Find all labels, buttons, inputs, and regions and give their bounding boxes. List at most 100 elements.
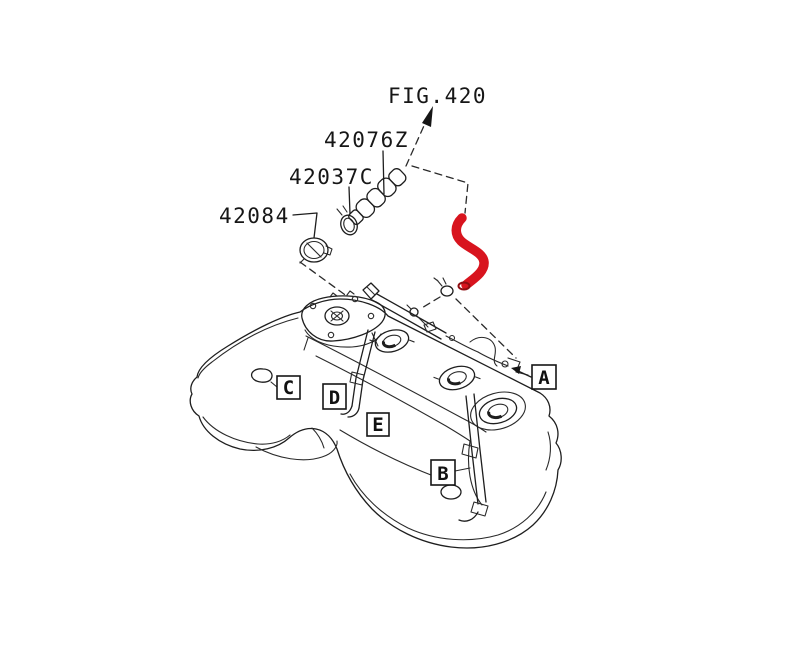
pump-bracket [303,332,379,351]
strap-bolt-hole [440,484,462,500]
bolt-icon [367,312,375,320]
highlighted-hose-part[interactable] [451,213,489,290]
strap-buckle [349,371,365,386]
clamp-prongs [433,277,447,287]
tank-detail-line [339,429,437,478]
callout-c-tick [270,381,278,388]
clamp-outer [340,214,358,236]
vent-connector [501,360,509,368]
hose-segment [377,177,397,198]
callout-b[interactable]: B [430,459,471,486]
ring-outer [438,365,476,391]
strap-hook [458,511,479,522]
tank-detail-line [467,440,483,506]
callout-a-arrowhead [511,366,521,374]
highlighted-part[interactable] [451,213,489,291]
callout-a[interactable]: A [511,364,557,390]
callout-c-letter: C [283,377,294,399]
strap-line [473,393,487,503]
ring-arc [381,340,396,349]
vent-line [477,351,509,367]
hose-segment [355,198,376,218]
callout-c-box[interactable] [276,375,301,400]
strap-line [351,329,369,407]
pump-ring-slot [330,310,344,322]
pump-plate-lower [304,329,382,348]
fig420-arrowhead [422,106,433,127]
ring-outer [374,329,410,353]
vent-line [445,335,479,353]
vent-loop [469,336,498,367]
tank-outline [189,298,562,549]
filler-hose-42076Z [348,168,407,226]
tank-detail-line [197,317,299,379]
leader-line-42037c [348,186,351,215]
part-label-42084[interactable]: 42084 [219,204,290,228]
callout-e[interactable]: E [366,412,390,437]
callout-a-letter: A [538,367,550,389]
tank-detail-line [311,427,325,449]
tank-detail-line [545,431,551,471]
clamp-outer [440,285,454,297]
tank-detail-line [202,416,291,445]
bolt-icon [309,302,317,310]
callout-b-box[interactable] [430,459,456,486]
callout-d-letter: D [329,387,340,409]
dash-clamp-to-vent [455,298,517,359]
bolt-icon [327,331,335,339]
pump-ring-inner [330,311,344,321]
dash-cap-to-tank [299,261,349,298]
strap-buckle [461,443,479,459]
pump-plate-outline [301,295,386,342]
hose-end-clamp [433,277,454,297]
strap-endplate [470,501,489,517]
strap-line [465,395,479,505]
tank-strap-right [440,393,489,522]
hose-end-ring [457,281,471,291]
dash-to-red-hose [411,165,469,214]
tank-strap-left [340,329,376,418]
filler-cap-42084 [299,237,333,264]
cap-inner [303,240,325,260]
tube-bracket-line [366,286,376,296]
fuel-tank-body [189,298,562,549]
tank-detail-line [315,355,471,442]
pump-ring [324,306,350,326]
vent-elbow [409,307,419,317]
ring-arc [447,377,462,386]
dash-fig420 [405,118,428,167]
callout-d-box[interactable] [322,383,347,410]
fuel-pump-assembly [301,290,386,351]
bolt-icon [351,295,359,303]
ring-boss [470,391,526,431]
sender-ring-2 [369,329,415,353]
filler-tube [362,282,447,340]
part-label-fig420[interactable]: FIG.420 [388,84,487,108]
dash-clamp-to-elbow [419,296,441,310]
callout-a-box[interactable] [531,364,557,390]
sender-ring-4 [470,391,526,431]
cap-tab [299,245,333,264]
vent-connector [448,334,456,342]
ring-outer [478,397,518,425]
clamp-inner [343,217,355,233]
part-labels: FIG.420 42076Z 42037C 42084 [219,84,487,239]
pump-tab [329,290,355,298]
ring-arc [487,411,503,420]
leader-line-42084 [292,212,318,239]
tube-bracket [362,282,380,300]
part-label-42037c[interactable]: 42037C [289,165,374,189]
callout-c[interactable]: C [270,375,301,400]
clamp-screw [336,205,348,216]
callout-e-box[interactable] [366,412,390,437]
callout-e-letter: E [372,414,383,436]
callout-d[interactable]: D [322,383,347,410]
tank-detail-line [255,440,338,461]
callout-b-letter: B [437,463,448,485]
callout-b-tick [454,467,471,472]
part-label-42076z[interactable]: 42076Z [324,128,409,152]
tank-hole [250,368,273,383]
dashed-leader-lines [299,106,517,359]
